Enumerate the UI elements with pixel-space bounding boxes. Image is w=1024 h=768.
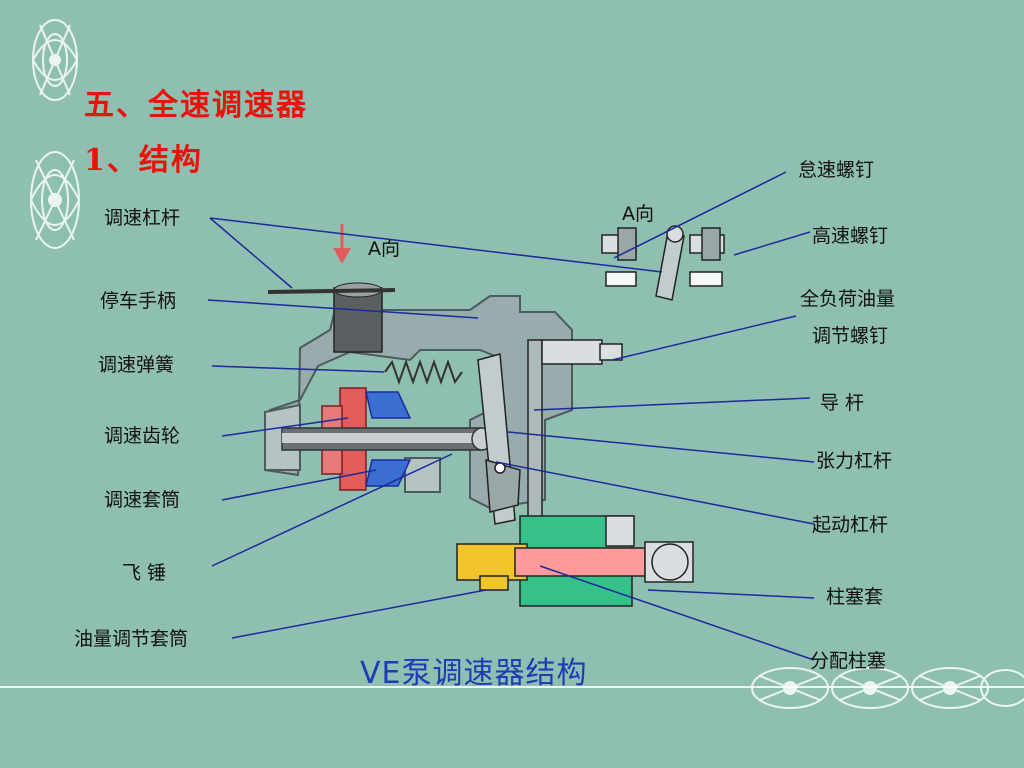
section-heading: 1、结构: [84, 143, 203, 178]
pump-housing: [263, 295, 573, 510]
a-direction-label-left: A向: [368, 238, 400, 260]
label-flyweight: 飞 锤: [122, 562, 167, 584]
direction-arrow-icon: [333, 224, 351, 264]
label-guide-rod: 导 杆: [820, 392, 865, 414]
label-governor-lever: 调速杠杆: [104, 207, 181, 229]
divider-line: [0, 686, 1024, 688]
lever-assembly: [477, 339, 543, 525]
label-tension-lever: 张力杠杆: [816, 450, 893, 472]
label-full-load-screw-line1: 全负荷油量: [800, 288, 896, 310]
label-governor-spring: 调速弹簧: [98, 354, 175, 376]
ornament-left-top: [32, 19, 79, 101]
label-plunger-sleeve: 柱塞套: [826, 586, 884, 608]
figure-caption: VE泵调速器结构: [360, 656, 588, 691]
a-direction-label-right: A向: [622, 203, 654, 225]
slide-title: 五、全速调速器: [84, 88, 308, 123]
label-fuel-control-sleeve: 油量调节套筒: [74, 628, 189, 650]
stop-handle-part: [267, 282, 396, 353]
full-load-screw-part: [541, 339, 623, 365]
governor-shaft: [281, 427, 493, 451]
ornament-bottom-right: [751, 667, 1024, 709]
label-full-load-screw-line2: 调节螺钉: [812, 325, 889, 347]
ornament-left-mid: [30, 151, 81, 249]
governor-spring-part: [384, 358, 463, 386]
label-start-lever: 起动杠杆: [812, 514, 889, 536]
label-idle-screw: 怠速螺钉: [798, 159, 875, 181]
distributor-head: [456, 515, 694, 607]
label-governor-gear: 调速齿轮: [104, 425, 181, 447]
label-distributor-plunger: 分配柱塞: [810, 650, 887, 672]
label-stop-handle: 停车手柄: [100, 290, 177, 312]
label-governor-sleeve: 调速套筒: [104, 489, 181, 511]
label-high-speed-screw: 高速螺钉: [812, 225, 889, 247]
leader-lines: [207, 171, 815, 661]
a-view-detail: [601, 225, 725, 301]
